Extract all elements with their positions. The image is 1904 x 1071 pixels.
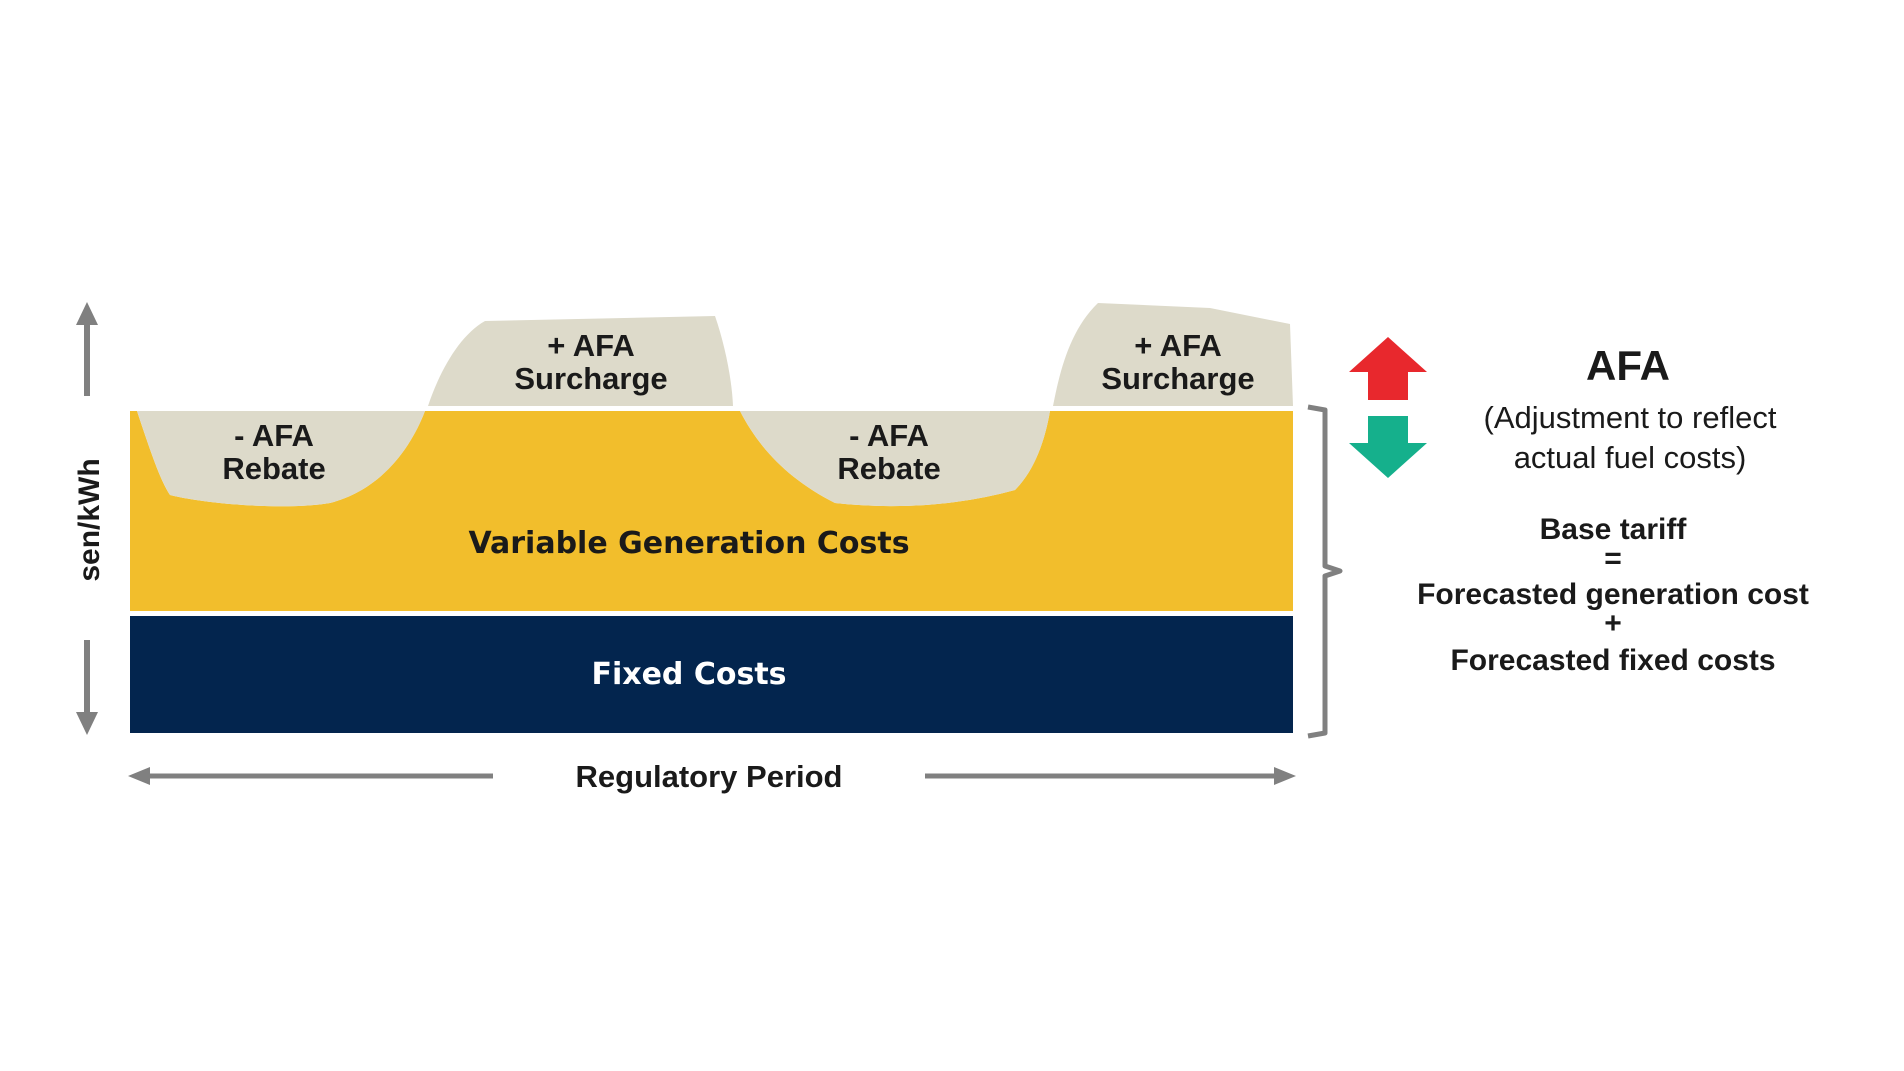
formula-fixed-costs: Forecasted fixed costs — [1450, 644, 1775, 677]
fixed-costs-label: Fixed Costs — [591, 657, 786, 692]
surcharge-1-line2: Surcharge — [514, 361, 667, 396]
formula-equals: = — [1604, 542, 1622, 575]
rebate-2-line2: Rebate — [837, 451, 940, 486]
down-arrow-icon — [1349, 416, 1427, 478]
afa-subtitle-line2: actual fuel costs) — [1514, 440, 1747, 475]
rebate-1-line2: Rebate — [222, 451, 325, 486]
rebate-2-line1: - AFA — [849, 418, 929, 453]
surcharge-2-line1: + AFA — [1134, 328, 1222, 363]
y-axis-up-arrowhead-icon — [76, 302, 98, 325]
y-axis-label: sen/kWh — [73, 458, 106, 581]
base-tariff-bracket — [1307, 404, 1343, 739]
x-axis: Regulatory Period — [128, 759, 1296, 794]
afa-rebate-shape-1 — [137, 411, 425, 507]
x-axis-label: Regulatory Period — [576, 759, 843, 794]
formula-base-tariff: Base tariff — [1540, 513, 1688, 546]
variable-costs-label: Variable Generation Costs — [468, 526, 909, 561]
formula-plus: + — [1604, 607, 1622, 640]
afa-subtitle-line1: (Adjustment to reflect — [1484, 400, 1777, 435]
afa-surcharge-shape-2 — [1053, 303, 1293, 406]
afa-title: AFA — [1586, 342, 1670, 389]
surcharge-1-line1: + AFA — [547, 328, 635, 363]
y-axis-down-arrowhead-icon — [76, 712, 98, 735]
x-axis-right-arrowhead-icon — [1274, 767, 1296, 785]
surcharge-2-line2: Surcharge — [1101, 361, 1254, 396]
afa-surcharge-shape-1 — [428, 316, 733, 406]
rebate-1-line1: - AFA — [234, 418, 314, 453]
variable-costs-band — [130, 411, 1293, 611]
up-arrow-icon — [1349, 337, 1427, 400]
x-axis-left-arrowhead-icon — [128, 767, 150, 785]
formula-generation-cost: Forecasted generation cost — [1417, 578, 1809, 611]
y-axis: sen/kWh — [73, 302, 106, 735]
afa-rebate-shape-2 — [740, 411, 1050, 507]
fixed-costs-band — [130, 616, 1293, 733]
